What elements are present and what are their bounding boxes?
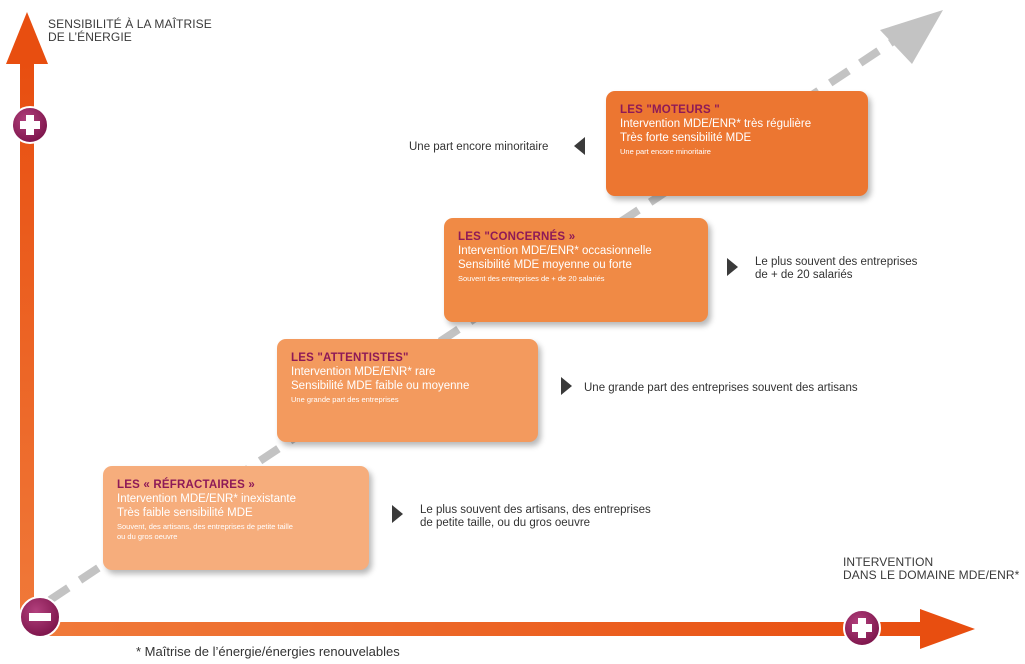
level-detail: Souvent, des artisans, des entreprises d… — [117, 522, 293, 531]
level-title: LES "CONCERNÉS » — [458, 231, 576, 243]
pointer-right-icon — [392, 505, 403, 523]
note-line: Une grande part des entreprises souvent … — [584, 382, 858, 394]
level-box-attentistes: LES "ATTENTISTES" Intervention MDE/ENR* … — [277, 339, 538, 442]
level-title: LES « RÉFRACTAIRES » — [117, 479, 255, 491]
level-note-refractaires: Le plus souvent des artisans, des entrep… — [420, 504, 651, 530]
pointer-right-icon — [727, 258, 738, 276]
level-note-moteurs: Une part encore minoritaire — [409, 141, 548, 154]
level-box-refractaires: LES « RÉFRACTAIRES » Intervention MDE/EN… — [103, 466, 369, 570]
trend-arrowhead — [880, 10, 943, 64]
pointer-left-icon — [574, 137, 585, 155]
note-line: de petite taille, ou du gros oeuvre — [420, 517, 591, 529]
level-intervention: Intervention MDE/ENR* rare — [291, 366, 436, 378]
level-intervention: Intervention MDE/ENR* occasionnelle — [458, 245, 652, 257]
note-line: Le plus souvent des entreprises — [755, 256, 918, 268]
y-axis-label: SENSIBILITÉ À LA MAÎTRISE DE L’ÉNERGIE — [48, 18, 212, 44]
level-sensibilite: Sensibilité MDE moyenne ou forte — [458, 259, 632, 271]
level-title: LES "ATTENTISTES" — [291, 352, 409, 364]
x-axis-label: INTERVENTION DANS LE DOMAINE MDE/ENR* — [843, 556, 1019, 582]
level-detail: Une grande part des entreprises — [291, 395, 399, 404]
level-note-attentistes: Une grande part des entreprises souvent … — [584, 382, 858, 395]
footnote: * Maîtrise de l’énergie/énergies renouve… — [136, 644, 400, 659]
y-axis-plus-icon — [11, 106, 49, 144]
x-axis — [46, 622, 926, 636]
x-axis-label-line2: DANS LE DOMAINE MDE/ENR* — [843, 568, 1020, 582]
x-axis-plus-icon — [843, 609, 881, 647]
level-sensibilite: Très faible sensibilité MDE — [117, 507, 253, 519]
level-box-moteurs: LES "MOTEURS " Intervention MDE/ENR* trè… — [606, 91, 868, 196]
note-line: Une part encore minoritaire — [409, 141, 549, 153]
y-axis — [20, 60, 60, 636]
level-sensibilite: Très forte sensibilité MDE — [620, 132, 752, 144]
level-intervention: Intervention MDE/ENR* très régulière — [620, 118, 812, 130]
level-detail: Souvent des entreprises de + de 20 salar… — [458, 274, 605, 283]
origin-minus-icon — [19, 596, 61, 638]
level-detail-2: ou du gros oeuvre — [117, 532, 178, 541]
level-note-concernes: Le plus souvent des entreprises de + de … — [755, 256, 917, 282]
level-intervention: Intervention MDE/ENR* inexistante — [117, 493, 296, 505]
note-line: de + de 20 salariés — [755, 269, 853, 281]
x-axis-label-line1: INTERVENTION — [843, 555, 934, 569]
level-sensibilite: Sensibilité MDE faible ou moyenne — [291, 380, 470, 392]
note-line: Le plus souvent des artisans, des entrep… — [420, 504, 651, 516]
y-axis-label-line1: SENSIBILITÉ À LA MAÎTRISE — [48, 17, 212, 31]
y-axis-arrowhead — [6, 12, 48, 64]
level-detail: Une part encore minoritaire — [620, 147, 711, 156]
y-axis-label-line2: DE L’ÉNERGIE — [48, 30, 132, 44]
level-title: LES "MOTEURS " — [620, 104, 720, 116]
pointer-right-icon — [561, 377, 572, 395]
x-axis-arrowhead — [920, 609, 975, 649]
level-box-concernes: LES "CONCERNÉS » Intervention MDE/ENR* o… — [444, 218, 708, 322]
